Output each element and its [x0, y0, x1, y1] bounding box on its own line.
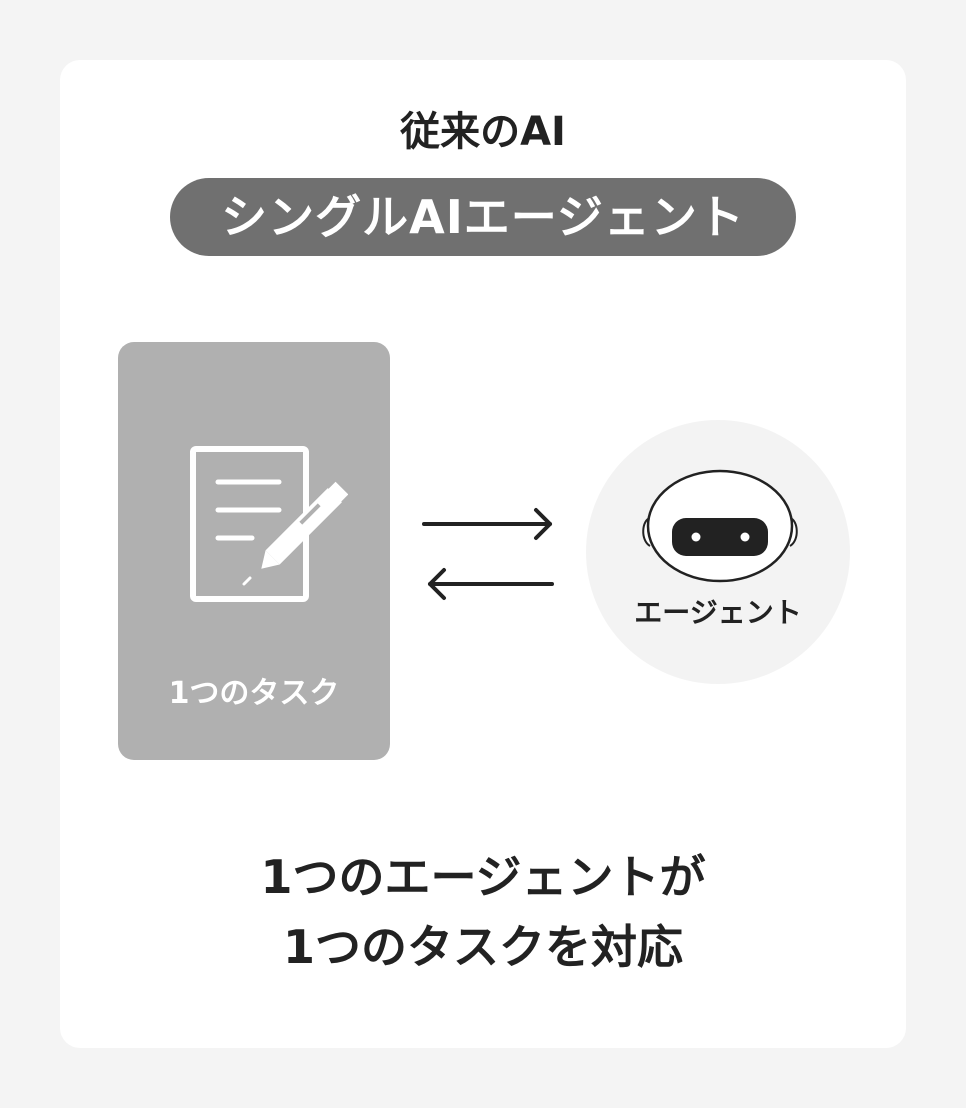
- summary-line-2: 1つのタスクを対応: [282, 920, 683, 974]
- arrow-left-icon: [428, 568, 554, 600]
- summary-text: 1つのエージェントが 1つのタスクを対応: [0, 842, 966, 982]
- diagram-heading: 従来のAI: [400, 109, 566, 155]
- exchange-arrows: [422, 508, 554, 600]
- robot-head-icon: [642, 469, 798, 583]
- task-card: [118, 342, 390, 760]
- summary-line-1: 1つのエージェントが: [260, 850, 706, 904]
- single-agent-pill: シングルAIエージェント: [170, 178, 796, 256]
- document-pen-icon: [190, 446, 348, 602]
- task-label: 1つのタスク: [168, 676, 340, 711]
- arrow-right-icon: [422, 508, 552, 540]
- agent-label: エージェント: [634, 596, 802, 629]
